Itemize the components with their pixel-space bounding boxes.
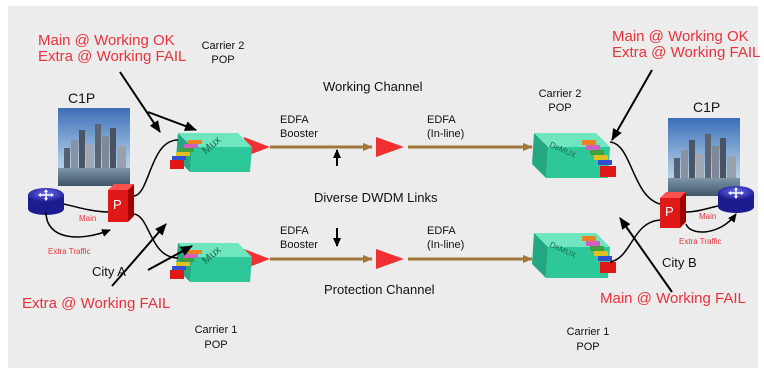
p-right-label: P — [665, 204, 674, 219]
city-b-photo — [668, 118, 740, 196]
edfa-booster-bottom-line1: EDFA — [280, 225, 309, 237]
edfa-inline-top-line1: EDFA — [427, 114, 456, 126]
carrier1-left-line2: POP — [204, 339, 228, 351]
city-a-photo — [58, 108, 130, 186]
status-arrows — [111, 69, 673, 293]
right-bottom-status: Main @ Working FAIL — [600, 290, 746, 307]
right-main-label: Main — [699, 212, 717, 221]
demux-working — [532, 133, 616, 178]
router-right — [718, 186, 754, 213]
edfa-inline-bottom-line1: EDFA — [427, 225, 456, 237]
left-status-line1: Main @ Working OK — [38, 32, 175, 49]
p-left-label: P — [113, 197, 122, 212]
left-extra-label: Extra Traffic — [48, 247, 91, 256]
protection-switch-right — [660, 192, 686, 228]
protection-switch-left — [108, 184, 134, 222]
edfa-inline-working — [376, 137, 404, 157]
demux-protection — [532, 233, 616, 278]
protection-channel-label: Protection Channel — [324, 282, 435, 297]
carrier1-right-line2: POP — [576, 341, 600, 353]
right-status-line1: Main @ Working OK — [612, 28, 749, 45]
router-left — [28, 188, 64, 215]
left-bottom-status: Extra @ Working FAIL — [22, 295, 171, 312]
carrier2-left-line2: POP — [211, 54, 235, 66]
left-status-line2: Extra @ Working FAIL — [38, 48, 187, 65]
carrier1-right-line1: Carrier 1 — [566, 326, 610, 338]
edfa-inline-protection — [376, 249, 404, 269]
carrier2-right-line1: Carrier 2 — [538, 88, 582, 100]
edfa-inline-top-line2: (In-line) — [427, 128, 465, 140]
right-extra-label: Extra Traffic — [679, 237, 722, 246]
carrier2-left-line1: Carrier 2 — [201, 40, 245, 52]
edfa-booster-bottom-line2: Booster — [280, 239, 318, 251]
carrier2-right-line2: POP — [548, 102, 572, 114]
left-main-label: Main — [79, 214, 97, 223]
c1p-right-label: C1P — [693, 99, 721, 115]
c1p-left-label: C1P — [68, 90, 96, 106]
diverse-links-label: Diverse DWDM Links — [314, 190, 438, 205]
edfa-inline-bottom-line2: (In-line) — [427, 239, 465, 251]
city-a-label: City A — [92, 264, 126, 279]
city-b-label: City B — [662, 255, 697, 270]
carrier1-left-line1: Carrier 1 — [194, 324, 238, 336]
edfa-booster-top-line2: Booster — [280, 128, 318, 140]
right-status-line2: Extra @ Working FAIL — [612, 44, 761, 61]
edfa-booster-top-line1: EDFA — [280, 114, 309, 126]
right-connections — [609, 141, 737, 263]
mux-working — [170, 133, 252, 172]
working-channel-label: Working Channel — [323, 79, 423, 94]
